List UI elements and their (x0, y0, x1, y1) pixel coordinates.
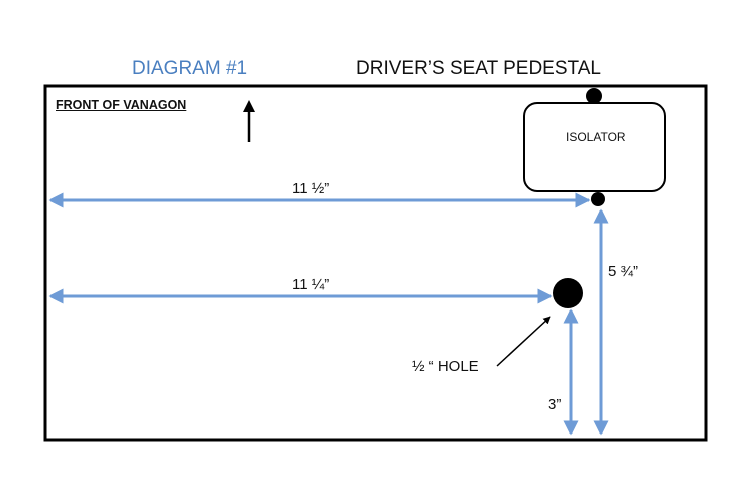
dimension-label-upper-horizontal: 11 ½” (292, 180, 330, 197)
hole-pointer-arrow (496, 316, 551, 367)
isolator-top-bolt (586, 88, 602, 104)
isolator-bottom-bolt (591, 192, 605, 206)
front-direction-arrow-icon (243, 100, 255, 142)
pedestal-outline (43, 84, 708, 442)
diagram-number-title: DIAGRAM #1 (132, 58, 248, 79)
half-inch-hole (553, 278, 583, 308)
isolator-box (523, 102, 666, 192)
diagram-subject-title: DRIVER’S SEAT PEDESTAL (356, 58, 601, 79)
isolator-label: ISOLATOR (566, 130, 626, 144)
hole-label: ½ “ HOLE (412, 358, 479, 375)
dimension-label-vertical-short: 3” (548, 396, 562, 413)
front-of-vanagon-label: FRONT OF VANAGON (56, 98, 187, 112)
dimension-label-vertical-long: 5 ¾” (608, 263, 639, 280)
dimension-label-lower-horizontal: 11 ¼” (292, 276, 330, 293)
